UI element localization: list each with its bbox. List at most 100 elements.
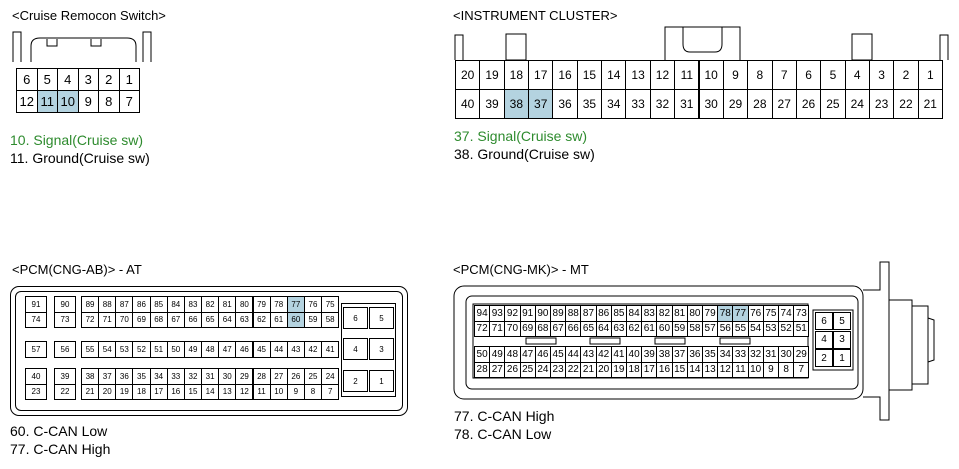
pcm-ab-pin-85: 85 <box>149 296 168 313</box>
cruise-pin-5: 5 <box>36 68 58 91</box>
pcm-mk-pin-67: 67 <box>550 320 567 337</box>
pcm-ab-side-pin-6: 6 <box>343 307 368 329</box>
cruise-pin-9: 9 <box>77 90 99 113</box>
pcm-mk-pin-29: 29 <box>793 346 810 363</box>
pcm-ab-side-pin-3: 3 <box>369 338 394 360</box>
cluster-pin-4: 4 <box>844 60 870 90</box>
pcm-mk-pin-10: 10 <box>747 361 764 378</box>
cruise-pin-10: 10 <box>57 90 79 113</box>
pcm-ab-pin-30: 30 <box>218 368 237 385</box>
pcm-ab-pin-11: 11 <box>252 383 271 400</box>
pcm-mk-pin-79: 79 <box>702 305 719 322</box>
pcm-mk-pin-51: 51 <box>793 320 810 337</box>
pcm-ab-pin-42: 42 <box>303 341 323 358</box>
pcm-mk-pin-47: 47 <box>519 346 536 363</box>
cluster-pin-12: 12 <box>649 60 676 90</box>
pcm-ab-side-pin-4: 4 <box>343 338 368 360</box>
pcm-ab-pin-48: 48 <box>201 341 220 358</box>
pcm-ab-pin-17: 17 <box>149 383 168 400</box>
pcm-ab-pin-10: 10 <box>269 383 288 400</box>
pcm-mk-pin-83: 83 <box>641 305 658 322</box>
pcm-ab-pin-37: 37 <box>98 368 117 385</box>
pcm-ab-pin-72: 72 <box>81 311 100 328</box>
pcm-ab-pin-80: 80 <box>235 296 254 313</box>
pcm-ab-pin-58: 58 <box>321 311 340 328</box>
pcm-ab-pin-69: 69 <box>132 311 151 328</box>
pcm-mk-pin-14: 14 <box>686 361 703 378</box>
pcm-mk-pin-18: 18 <box>626 361 643 378</box>
pcm-mk-pin-86: 86 <box>595 305 612 322</box>
cruise-note-2: 11. Ground(Cruise sw) <box>10 150 150 166</box>
pcm-mk-pin-30: 30 <box>778 346 795 363</box>
cruise-pin-7: 7 <box>118 90 140 113</box>
cruise-pin-3: 3 <box>77 68 99 91</box>
pcm-mk-pin-48: 48 <box>504 346 521 363</box>
pcm-ab-pin-81: 81 <box>218 296 237 313</box>
pcm-ab-pin-38: 38 <box>81 368 100 385</box>
pcm-ab-outer-housing <box>10 286 408 416</box>
pcm-mk-pin-53: 53 <box>762 320 779 337</box>
pcm-ab-pin-51: 51 <box>149 341 168 358</box>
pcm-ab-side-frame <box>341 303 396 397</box>
pcm-ab-pin-39: 39 <box>54 368 76 385</box>
pcm-ab-pin-70: 70 <box>115 311 134 328</box>
pcm-mk-pin-73: 73 <box>793 305 810 322</box>
pcm-ab-inner-housing <box>15 291 403 411</box>
pcm-mk-side-pin-2: 2 <box>815 349 833 367</box>
pcm-mk-pin-42: 42 <box>595 346 612 363</box>
pcm-ab-pin-84: 84 <box>166 296 185 313</box>
cruise-pin-1: 1 <box>118 68 140 91</box>
pcm-mk-pin-41: 41 <box>610 346 627 363</box>
pcm-ab-pin-32: 32 <box>183 368 203 385</box>
cruise-pin-2: 2 <box>98 68 120 91</box>
cluster-pin-27: 27 <box>771 89 797 119</box>
pcm-ab-pin-7: 7 <box>321 383 340 400</box>
pcm-mk-pin-94: 94 <box>474 305 491 322</box>
pcm-mk-pin-31: 31 <box>762 346 779 363</box>
pcm-ab-pin-76: 76 <box>303 296 323 313</box>
pcm-mk-pin-84: 84 <box>626 305 643 322</box>
cluster-pin-16: 16 <box>552 60 578 90</box>
pcm-mk-pin-9: 9 <box>762 361 779 378</box>
cruise-note-1: 10. Signal(Cruise sw) <box>10 132 144 148</box>
pcm-ab-pin-71: 71 <box>98 311 117 328</box>
pcm-mk-pin-80: 80 <box>686 305 703 322</box>
cluster-notes: 37. Signal(Cruise sw) 38. Ground(Cruise … <box>454 127 595 163</box>
cluster-pin-35: 35 <box>576 89 603 119</box>
pcm-ab-pin-45: 45 <box>252 341 271 358</box>
cluster-pin-18: 18 <box>503 60 530 90</box>
pcm-ab-pin-26: 26 <box>286 368 305 385</box>
pcm-mk-pin-49: 49 <box>489 346 506 363</box>
pcm-mk-pin-58: 58 <box>686 320 703 337</box>
pcm-mk-pin-52: 52 <box>778 320 795 337</box>
pcm-ab-pin-68: 68 <box>149 311 168 328</box>
pcm-ab-pin-43: 43 <box>286 341 305 358</box>
pcm-mk-side-pin-5: 5 <box>833 312 851 330</box>
pcm-ab-pin-67: 67 <box>166 311 185 328</box>
pcm-ab-pin-28: 28 <box>252 368 271 385</box>
cluster-pin-22: 22 <box>893 89 919 119</box>
pcm-mk-pin-7: 7 <box>793 361 810 378</box>
pcm-ab-pin-18: 18 <box>132 383 151 400</box>
pcm-ab-pin-88: 88 <box>98 296 117 313</box>
pcm-ab-pin-16: 16 <box>166 383 185 400</box>
pcm-ab-pin-52: 52 <box>132 341 151 358</box>
pcm-mk-notes: 77. C-CAN High 78. C-CAN Low <box>454 407 554 443</box>
pcm-mk-pin-68: 68 <box>534 320 551 337</box>
pcm-ab-pin-57: 57 <box>25 341 47 358</box>
pcm-mk-side-pin-4: 4 <box>815 330 833 349</box>
pcm-mk-pin-57: 57 <box>702 320 719 337</box>
pcm-ab-pin-77: 77 <box>286 296 305 313</box>
pcm-mk-pin-59: 59 <box>671 320 688 337</box>
pcm-ab-title: <PCM(CNG-AB)> - AT <box>12 262 142 277</box>
pcm-ab-pin-56: 56 <box>54 341 76 358</box>
cluster-pin-24: 24 <box>844 89 870 119</box>
pcm-mk-pin-89: 89 <box>550 305 567 322</box>
pcm-ab-pin-14: 14 <box>201 383 220 400</box>
pcm-mk-pin-40: 40 <box>626 346 643 363</box>
pcm-mk-pin-16: 16 <box>656 361 673 378</box>
pcm-ab-pin-21: 21 <box>81 383 100 400</box>
pcm-mk-side-pin-1: 1 <box>833 349 851 367</box>
pcm-ab-pin-83: 83 <box>183 296 203 313</box>
pcm-mk-pin-61: 61 <box>641 320 658 337</box>
